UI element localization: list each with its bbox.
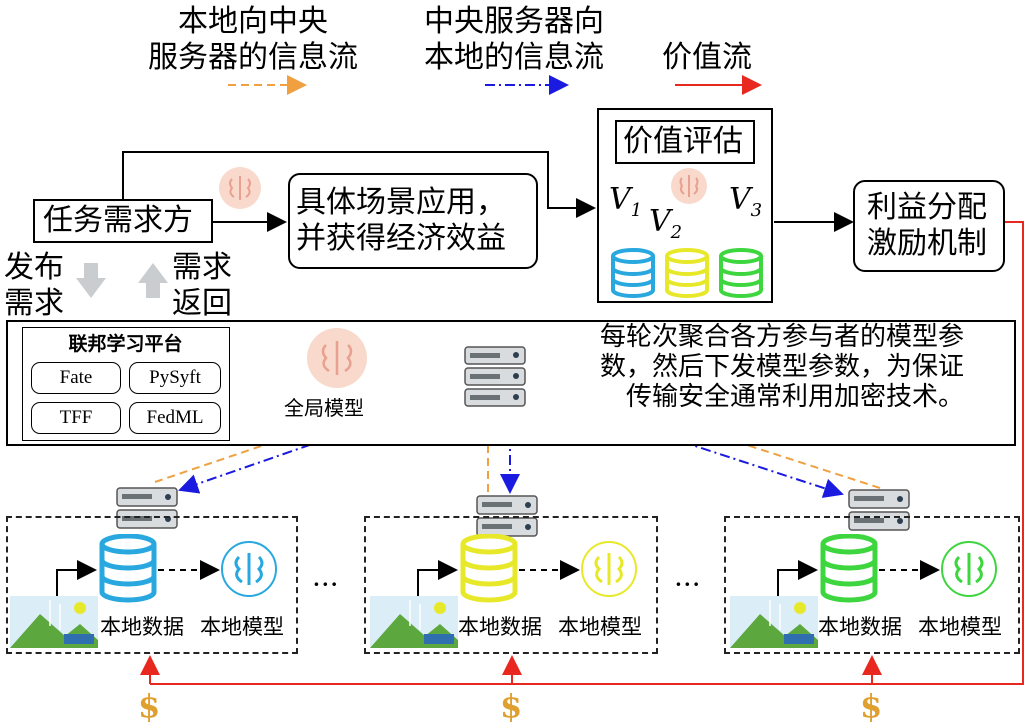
publish-demand-label: 发布 需求 — [4, 250, 64, 321]
client-1-model-label: 本地模型 — [200, 615, 284, 639]
brain-icon-small — [217, 165, 263, 211]
round-note: 每轮次聚合各方参与者的模型参 数，然后下发模型参数，为保证 传输安全通常利用加密… — [600, 322, 965, 412]
scenario-label: 具体场景应用， 并获得经济效益 — [296, 185, 506, 256]
client-server-icon-1 — [114, 484, 180, 532]
client-box-2 — [364, 516, 658, 654]
task-requester-label: 任务需求方 — [43, 203, 193, 238]
dollar-icon-1: $ — [138, 687, 161, 725]
client-3-data-label: 本地数据 — [818, 615, 902, 639]
client-box-3 — [724, 516, 1020, 654]
return-up-arrow — [138, 263, 168, 298]
v1-label: V1 — [609, 182, 643, 221]
fl-platform-box: 联邦学习平台 Fate PySyft TFF FedML — [22, 327, 230, 441]
central-server-icon — [462, 343, 528, 409]
client-3-landscape-icon — [730, 596, 818, 648]
value-eval-box: 价值评估 V1 V2 V3 — [597, 108, 773, 303]
client-3-model-label: 本地模型 — [918, 615, 1002, 639]
client-2-landscape-icon — [370, 596, 458, 648]
database-icon-green — [719, 248, 763, 298]
ellipsis-2: ··· — [674, 568, 701, 601]
ellipsis-1: ··· — [312, 568, 339, 601]
brain-icon-eval — [669, 166, 709, 206]
global-model-label: 全局模型 — [284, 396, 364, 420]
fl-item-tff: TFF — [31, 402, 121, 434]
database-icon-yellow — [665, 248, 709, 298]
legend-value-flow: 价值流 — [662, 40, 752, 75]
client-1-database-icon — [99, 534, 157, 603]
client-server-icon-2 — [474, 492, 540, 540]
requester-to-eval-line — [122, 151, 596, 218]
fl-item-fedml: FedML — [129, 402, 221, 434]
v2-label: V2 — [649, 204, 683, 243]
client-2-database-icon — [460, 534, 518, 603]
client-inner-arrows — [56, 560, 940, 598]
dollar-icon-2: $ — [500, 687, 523, 725]
scenario-box: 具体场景应用， 并获得经济效益 — [288, 173, 538, 269]
value-eval-title: 价值评估 — [623, 124, 743, 159]
benefit-box: 利益分配 激励机制 — [853, 180, 1005, 272]
database-icon-blue — [611, 248, 655, 298]
publish-down-arrow — [76, 263, 106, 298]
client-2-model-label: 本地模型 — [558, 615, 642, 639]
value-flow-line — [150, 221, 1024, 685]
demand-return-label: 需求 返回 — [172, 250, 232, 321]
legend-server-to-local: 中央服务器向 本地的信息流 — [424, 4, 604, 75]
client-2-brain-icon — [581, 541, 637, 597]
client-1-brain-icon — [221, 541, 277, 597]
client-server-icon-3 — [846, 486, 912, 534]
dollar-icon-3: $ — [860, 687, 883, 725]
client-1-data-label: 本地数据 — [100, 615, 184, 639]
legend-local-to-server: 本地向中央 服务器的信息流 — [148, 4, 358, 75]
fl-item-pysyft: PySyft — [129, 362, 221, 394]
brain-icon-global — [305, 326, 369, 390]
fl-platform-title: 联邦学习平台 — [68, 333, 183, 355]
fl-item-fate: Fate — [31, 362, 121, 394]
client-3-brain-icon — [941, 541, 997, 597]
client-box-1 — [6, 516, 298, 654]
client-3-database-icon — [820, 534, 878, 603]
client-1-landscape-icon — [10, 596, 98, 648]
client-2-data-label: 本地数据 — [458, 615, 542, 639]
task-requester-box: 任务需求方 — [33, 199, 213, 243]
value-eval-title-box: 价值评估 — [615, 120, 755, 164]
v3-label: V3 — [729, 182, 763, 221]
benefit-label: 利益分配 激励机制 — [867, 190, 987, 261]
